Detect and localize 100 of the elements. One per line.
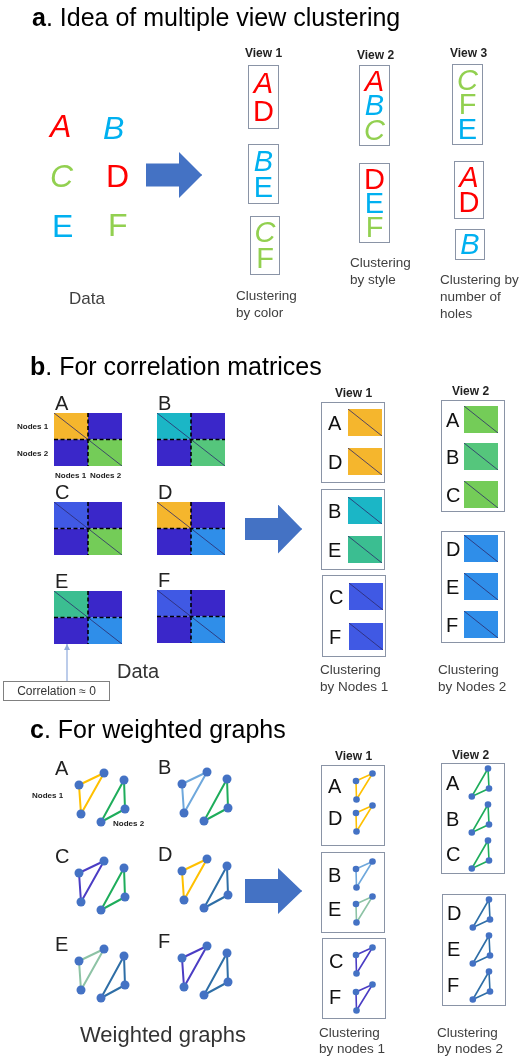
item-letter: F xyxy=(458,92,477,117)
item-letter: A xyxy=(459,165,479,190)
item-letter: F xyxy=(329,626,342,647)
cluster-box xyxy=(359,163,390,243)
item-letter: A xyxy=(50,110,72,142)
group-label: Nodes 2 xyxy=(113,819,145,829)
view-heading: View 2 xyxy=(452,384,490,398)
cluster-box xyxy=(321,402,385,483)
item-letter: A xyxy=(364,69,385,94)
item-letter: C xyxy=(55,482,70,502)
item-letter: F xyxy=(365,215,384,239)
cluster-box xyxy=(248,65,279,129)
view-caption: Clustering by Nodes 1 xyxy=(320,662,390,695)
item-letter: F xyxy=(158,931,171,951)
data-caption: Data xyxy=(69,289,105,309)
item-letter: D xyxy=(158,844,173,864)
item-letter: D xyxy=(328,451,343,472)
annotation-box: Correlation ≈ 0 xyxy=(3,681,110,701)
item-letter: F xyxy=(158,570,171,590)
view-caption: Clustering by number of holes xyxy=(440,271,520,322)
item-letter: E xyxy=(52,210,74,242)
item-letter: D xyxy=(458,190,480,215)
axis-label: Nodes 1 xyxy=(17,422,49,432)
cluster-box xyxy=(248,144,279,204)
view-caption: Clustering by nodes 1 xyxy=(319,1025,387,1057)
cluster-box xyxy=(441,531,505,643)
item-letter: B xyxy=(446,446,460,467)
view-caption: Clustering by nodes 2 xyxy=(437,1025,505,1057)
cluster-box xyxy=(322,938,386,1019)
axis-label: Nodes 2 xyxy=(90,471,122,481)
item-letter: B xyxy=(158,757,172,777)
item-letter: A xyxy=(446,409,460,430)
view-heading: View 1 xyxy=(245,46,283,60)
item-letter: D xyxy=(158,482,173,502)
cluster-box xyxy=(452,64,483,145)
cluster-box xyxy=(322,575,386,657)
view-caption: Clustering by Nodes 2 xyxy=(438,662,508,695)
item-letter: D xyxy=(106,160,130,192)
item-letter: E xyxy=(55,571,69,591)
item-letter: B xyxy=(364,93,385,118)
item-letter: C xyxy=(364,117,385,142)
cluster-box xyxy=(441,763,505,874)
data-caption: Weighted graphs xyxy=(80,1023,246,1047)
panel-title: b. For correlation matrices xyxy=(30,351,322,381)
item-letter: B xyxy=(253,148,274,174)
panel-title: c. For weighted graphs xyxy=(30,714,286,744)
item-letter: E xyxy=(364,191,385,215)
item-letter: D xyxy=(253,97,274,125)
item-letter: B xyxy=(103,112,125,144)
item-letter: D xyxy=(447,903,462,923)
view-caption: Clustering by style xyxy=(350,254,412,288)
item-letter: B xyxy=(158,393,172,413)
item-letter: A xyxy=(55,393,69,413)
item-letter: E xyxy=(55,934,69,954)
view-heading: View 2 xyxy=(452,748,490,762)
item-letter: F xyxy=(256,245,274,271)
item-letter: B xyxy=(328,500,342,521)
item-letter: E xyxy=(328,539,342,560)
view-heading: View 3 xyxy=(450,46,488,60)
item-letter: C xyxy=(457,68,478,93)
cluster-box xyxy=(321,852,385,933)
item-letter: A xyxy=(55,758,69,778)
item-letter: B xyxy=(460,233,480,256)
item-letter: C xyxy=(446,484,461,505)
item-letter: A xyxy=(328,776,342,796)
cluster-box xyxy=(321,489,385,570)
item-letter: D xyxy=(446,538,461,559)
item-letter: F xyxy=(447,975,460,995)
item-letter: D xyxy=(364,167,385,191)
axis-label: Nodes 2 xyxy=(17,449,49,459)
cluster-box xyxy=(359,65,390,146)
item-letter: E xyxy=(446,576,460,597)
item-letter: A xyxy=(446,772,460,793)
view-heading: View 2 xyxy=(357,48,395,62)
item-letter: B xyxy=(446,808,460,829)
item-letter: C xyxy=(254,220,276,246)
item-letter: E xyxy=(328,899,342,919)
item-letter: E xyxy=(253,174,274,200)
item-letter: C xyxy=(55,846,70,866)
item-letter: C xyxy=(50,160,74,192)
item-letter: A xyxy=(328,412,342,433)
item-letter: C xyxy=(329,950,344,971)
item-letter: D xyxy=(328,808,343,828)
item-letter: C xyxy=(446,844,461,864)
cluster-box xyxy=(250,216,280,275)
leader-arrow xyxy=(64,643,70,682)
item-letter: B xyxy=(328,864,342,885)
cluster-box xyxy=(442,894,506,1006)
item-letter: F xyxy=(108,209,128,241)
view-caption: Clustering by color xyxy=(236,287,298,321)
cluster-box xyxy=(441,400,505,512)
cluster-box xyxy=(454,161,484,219)
item-letter: C xyxy=(329,586,344,607)
cluster-box xyxy=(321,765,385,846)
item-letter: F xyxy=(446,614,459,635)
axis-label: Nodes 1 xyxy=(55,471,87,481)
view-heading: View 1 xyxy=(335,749,373,763)
view-heading: View 1 xyxy=(335,386,373,400)
item-letter: E xyxy=(457,116,478,141)
data-caption: Data xyxy=(117,662,160,680)
